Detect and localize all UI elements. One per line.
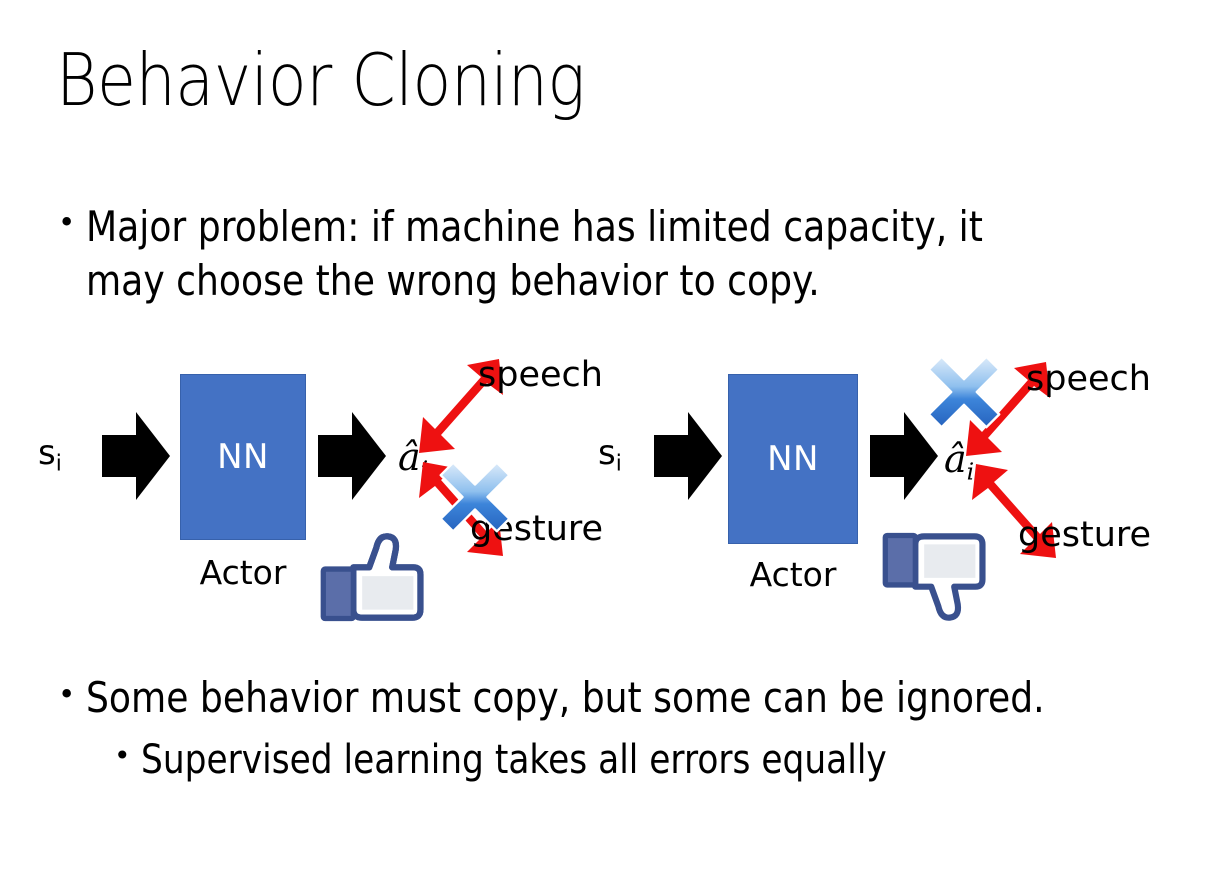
bullet-marker-icon: • [58, 205, 76, 239]
output-arrow-left-icon [318, 412, 388, 500]
bullet-bottom-level1: • Some behavior must copy, but some can … [58, 672, 1178, 725]
output-arrow-right-icon [870, 412, 940, 500]
output-label-speech-left: speech [478, 355, 603, 395]
nn-box-right: NN [728, 374, 858, 544]
diagram-right: si NN Actor âi [578, 340, 1178, 630]
speech-arrow-right-icon [966, 362, 1050, 456]
output-label-speech-right: speech [1026, 359, 1151, 399]
output-label-gesture-right: gesture [1018, 515, 1152, 555]
thumbs-up-icon [320, 533, 424, 622]
block-cross-speech-right [927, 355, 1001, 429]
nn-box-right-label: NN [767, 439, 819, 479]
diagram-left: si NN Actor âi [8, 340, 608, 630]
block-cross-gesture-left-icon [440, 796, 512, 868]
thumbs-down-icon [882, 532, 986, 621]
nn-box-left-label: NN [217, 437, 269, 477]
actor-label-left: Actor [199, 553, 287, 592]
actor-label-right: Actor [749, 555, 837, 594]
nn-box-left: NN [180, 374, 306, 540]
page-title: Behavior Cloning [56, 38, 586, 122]
bullet-bottom-level2-text: Supervised learning takes all errors equ… [140, 737, 887, 783]
bullet-top: • Major problem: if machine has limited … [58, 200, 1178, 308]
action-label-right: âi [944, 437, 975, 486]
speech-arrow-left-icon [419, 359, 503, 453]
block-cross-gesture-left [439, 461, 511, 533]
bullet-marker-icon: • [58, 677, 76, 711]
input-arrow-left-icon [102, 412, 172, 500]
bullet-top-text: Major problem: if machine has limited ca… [85, 202, 983, 305]
bullet-bottom-level2: • Supervised learning takes all errors e… [114, 735, 1174, 785]
gesture-arrow-right-icon [972, 464, 1056, 558]
bullet-marker-icon: • [114, 739, 131, 772]
bullet-bottom-level1-text: Some behavior must copy, but some can be… [85, 673, 1045, 722]
state-label-right: si [598, 433, 622, 477]
state-label-left: si [38, 433, 62, 477]
input-arrow-right-icon [654, 412, 724, 500]
